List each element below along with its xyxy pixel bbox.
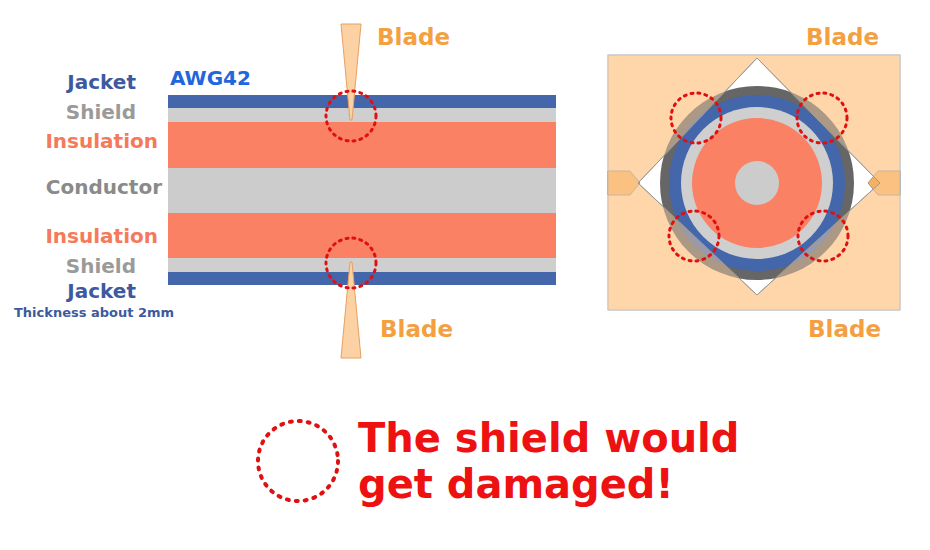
- cable-section: [168, 95, 556, 285]
- damage-mark: [671, 93, 721, 143]
- blade: [341, 24, 361, 120]
- blade-label: Blade: [377, 25, 450, 50]
- layer-name: Jacket: [67, 280, 136, 302]
- blade-label: Blade: [380, 317, 453, 342]
- damage-mark: [797, 93, 847, 143]
- damage-mark: [326, 238, 376, 288]
- layer-name: Conductor: [46, 176, 162, 198]
- legend-sample: [258, 421, 338, 501]
- dimension-note: Thickness about 2mm: [14, 306, 174, 320]
- wire-gauge: AWG42: [170, 67, 251, 89]
- layer-name: Shield: [66, 101, 136, 123]
- blade: [341, 262, 361, 358]
- damage-mark: [326, 91, 376, 141]
- layer-name: Insulation: [45, 130, 158, 152]
- cross-section: [608, 55, 900, 310]
- blade-label: Blade: [806, 25, 879, 50]
- layer-name: Jacket: [67, 71, 136, 93]
- legend-text: The shield would get damaged!: [358, 415, 788, 507]
- blade-label: Blade: [808, 317, 881, 342]
- layer-name: Shield: [66, 255, 136, 277]
- damage-mark: [798, 211, 848, 261]
- layer-name: Insulation: [45, 225, 158, 247]
- damage-mark: [669, 211, 719, 261]
